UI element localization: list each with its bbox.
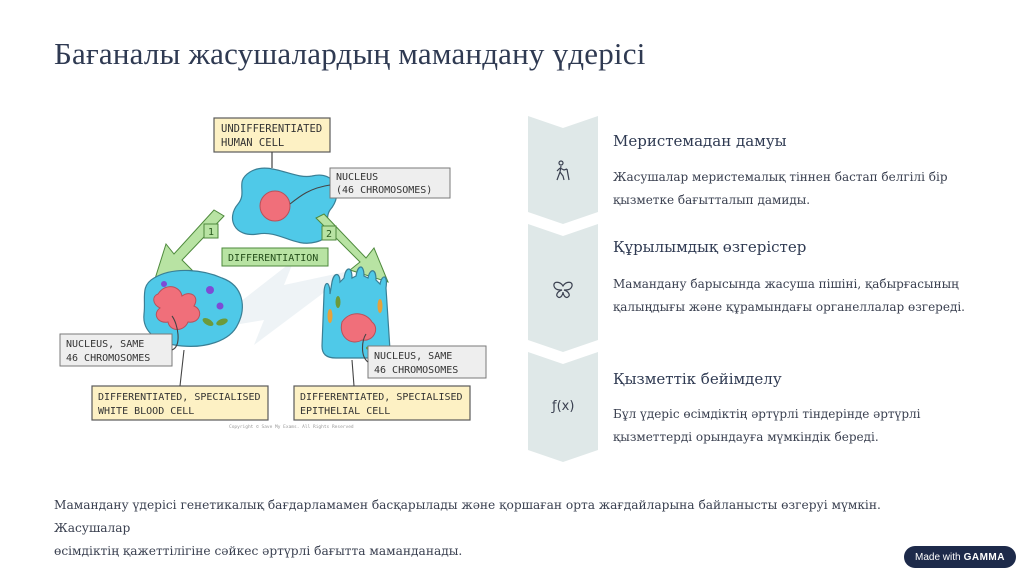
step-2-chevron [528,224,598,352]
epithelial-nucleus [340,313,377,343]
label-epithelial-box [293,385,471,421]
step-2-text: Мамандану барысында жасуша пішіні, қабыр… [613,277,965,314]
function-icon: ƒ(x) [552,399,575,414]
wbc-nucleus [153,286,201,330]
label-undifferentiated-2: HUMAN CELL [221,137,284,149]
label-nucleus-top-2: (46 CHROMOSOMES) [336,185,432,196]
steps-list: ƒ(x) Меристемадан дамуы Жасушалар мерист… [528,116,988,466]
label-differentiation: DIFFERENTIATION [228,253,318,264]
label-nucleus-left-1: NUCLEUS, SAME [66,339,144,350]
label-nucleus-right-1: NUCLEUS, SAME [374,351,452,362]
step-3-chevron [528,352,598,462]
step-3-title: Қызметтік бейімделу [613,370,782,388]
label-wbc-1: DIFFERENTIATED, SPECIALISED [98,392,261,403]
step-2-title: Құрылымдық өзгерістер [613,238,807,256]
page-title: Бағаналы жасушалардың мамандану үдерісі [54,36,646,71]
label-differentiation-box [221,247,329,267]
copyright-text: Copyright © Save My Exams. All Rights Re… [229,424,354,430]
label-epithelial-2: EPITHELIAL CELL [300,406,390,417]
step-3-text: Бұл үдеріс өсімдіктің әртүрлі тіндерінде… [613,407,921,444]
top-nucleus [259,190,291,222]
label-wbc-box [91,385,269,421]
label-nucleus-left-2: 46 CHROMOSOMES [66,353,150,364]
label-nucleus-right-box [367,345,487,379]
label-nucleus-top-1: NUCLEUS [336,172,378,183]
label-epithelial-1: DIFFERENTIATED, SPECIALISED [300,392,463,403]
watermark-shape [204,260,354,345]
label-nucleus-right-2: 46 CHROMOSOMES [374,365,458,376]
butterfly-icon [553,281,573,299]
label-wbc-2: WHITE BLOOD CELL [98,406,194,417]
cell-differentiation-diagram: UNDIFFERENTIATED HUMAN CELL NUCLEUS (46 … [59,117,487,430]
footer-paragraph: Мамандану үдерісі генетикалық бағдарлама… [54,498,881,558]
made-with-gamma-badge[interactable]: Made with GAMMA [904,546,1016,568]
step-1-text: Жасушалар меристемалық тіннен бастап бел… [613,170,948,207]
step-1-title: Меристемадан дамуы [613,132,787,150]
badge-brand: GAMMA [963,551,1005,563]
person-walking-icon [556,160,570,181]
arrow-2-label: 2 [326,229,332,240]
arrow-1-label: 1 [208,227,214,238]
label-nucleus-top-box [329,167,451,199]
badge-prefix: Made with [915,551,961,563]
label-undifferentiated-1: UNDIFFERENTIATED [221,123,322,135]
